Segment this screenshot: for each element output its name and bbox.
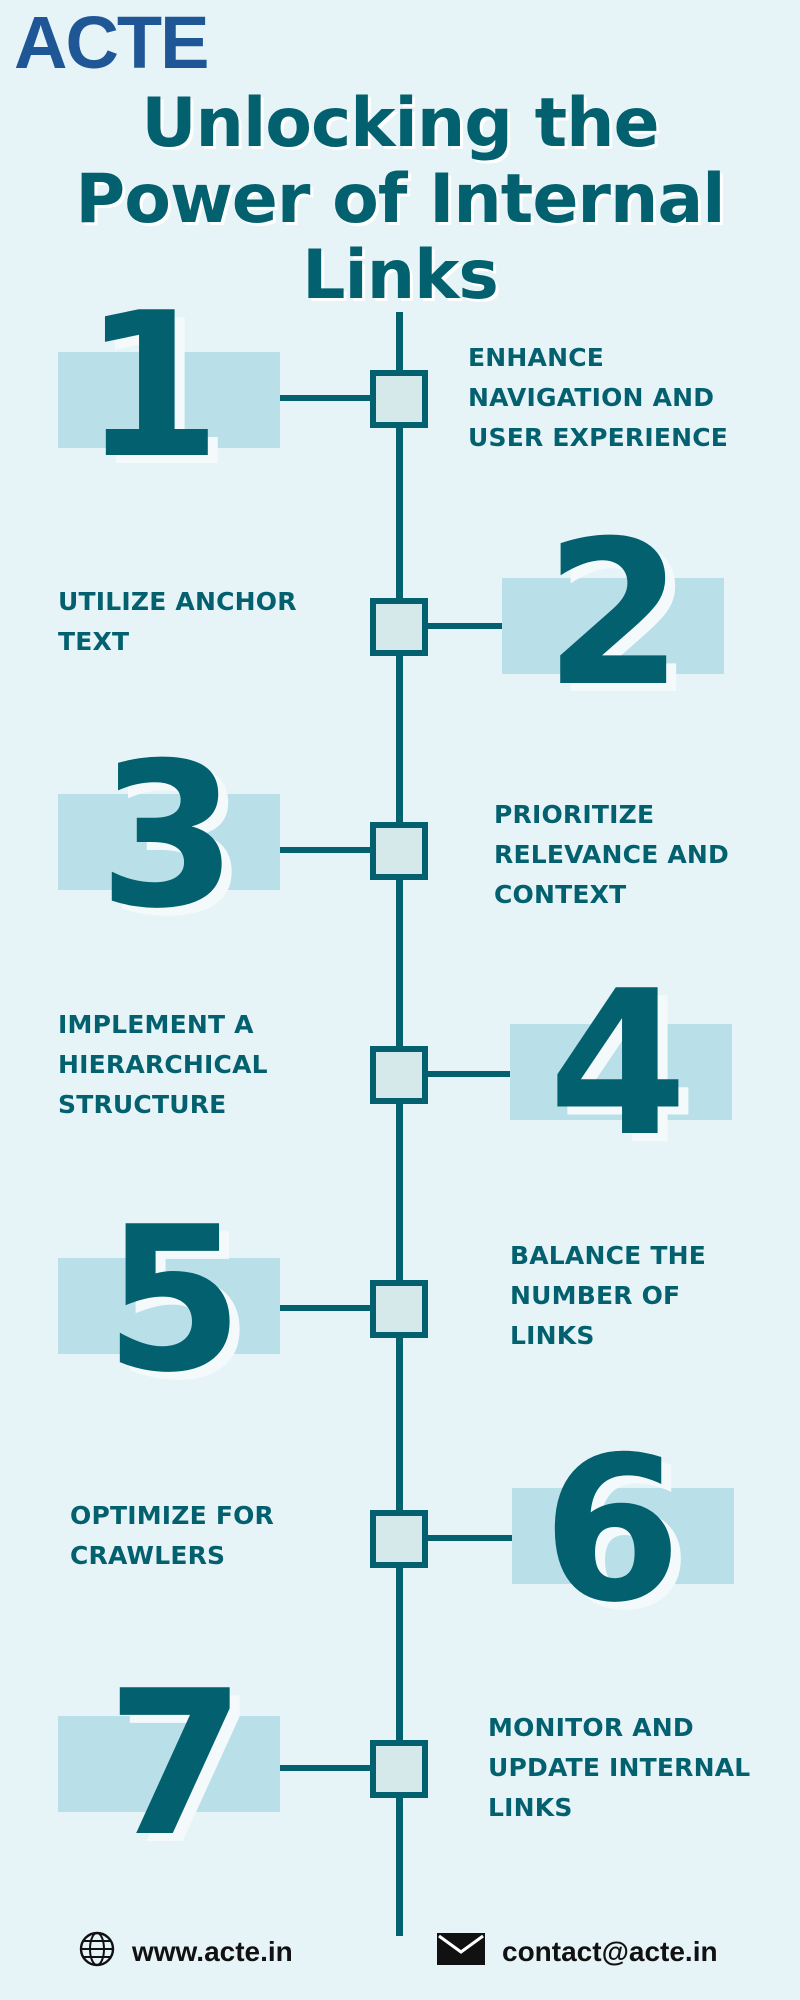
step-7-band xyxy=(58,1716,280,1812)
step-6-number: 6 xyxy=(542,1414,682,1647)
step-7-node xyxy=(370,1740,428,1798)
step-7-connector xyxy=(280,1765,370,1771)
step-5-node xyxy=(370,1280,428,1338)
email-text: contact@acte.in xyxy=(502,1936,718,1967)
step-3-number: 3 xyxy=(98,720,238,953)
envelope-icon xyxy=(436,1932,486,1973)
step-5-band xyxy=(58,1258,280,1354)
acte-logo: ACTE xyxy=(14,1,209,84)
page-title: Unlocking the Power of Internal Links xyxy=(0,86,800,314)
title-line-3: Links xyxy=(302,236,499,315)
step-2-connector xyxy=(428,623,502,629)
step-7-number: 7 xyxy=(106,1648,246,1881)
step-6-connector xyxy=(428,1535,512,1541)
step-1-connector xyxy=(280,395,370,401)
step-4-node xyxy=(370,1046,428,1104)
step-3-band xyxy=(58,794,280,890)
timeline-line xyxy=(396,312,403,1936)
step-4-connector xyxy=(428,1071,510,1077)
globe-icon xyxy=(78,1930,116,1975)
step-5-number: 5 xyxy=(104,1184,244,1417)
step-1-node xyxy=(370,370,428,428)
step-2-number: 2 xyxy=(544,498,684,731)
title-line-2: Power of Internal xyxy=(75,160,725,239)
step-6-label: OPTIMIZE FOR CRAWLERS xyxy=(70,1501,274,1570)
step-2-node xyxy=(370,598,428,656)
step-3-connector xyxy=(280,847,370,853)
email-link[interactable]: contact@acte.in xyxy=(436,1930,718,1974)
step-6-node xyxy=(370,1510,428,1568)
step-4-label: IMPLEMENT A HIERARCHICAL STRUCTURE xyxy=(58,1010,268,1119)
step-4-band xyxy=(510,1024,732,1120)
step-3-node xyxy=(370,822,428,880)
website-link[interactable]: www.acte.in xyxy=(78,1930,293,1974)
step-1-band xyxy=(58,352,280,448)
step-1-label: ENHANCE NAVIGATION AND USER EXPERIENCE xyxy=(468,343,729,452)
title-line-1: Unlocking the xyxy=(141,84,659,163)
step-1-number: 1 xyxy=(82,270,222,503)
step-2-label: UTILIZE ANCHOR TEXT xyxy=(58,587,297,656)
step-5-connector xyxy=(280,1305,370,1311)
step-4-number: 4 xyxy=(548,948,688,1181)
step-6-band xyxy=(512,1488,734,1584)
step-2-band xyxy=(502,578,724,674)
step-7-label: MONITOR AND UPDATE INTERNAL LINKS xyxy=(488,1713,751,1822)
step-3-label: PRIORITIZE RELEVANCE AND CONTEXT xyxy=(494,800,730,909)
website-text: www.acte.in xyxy=(132,1936,293,1967)
step-5-label: BALANCE THE NUMBER OF LINKS xyxy=(510,1241,706,1350)
